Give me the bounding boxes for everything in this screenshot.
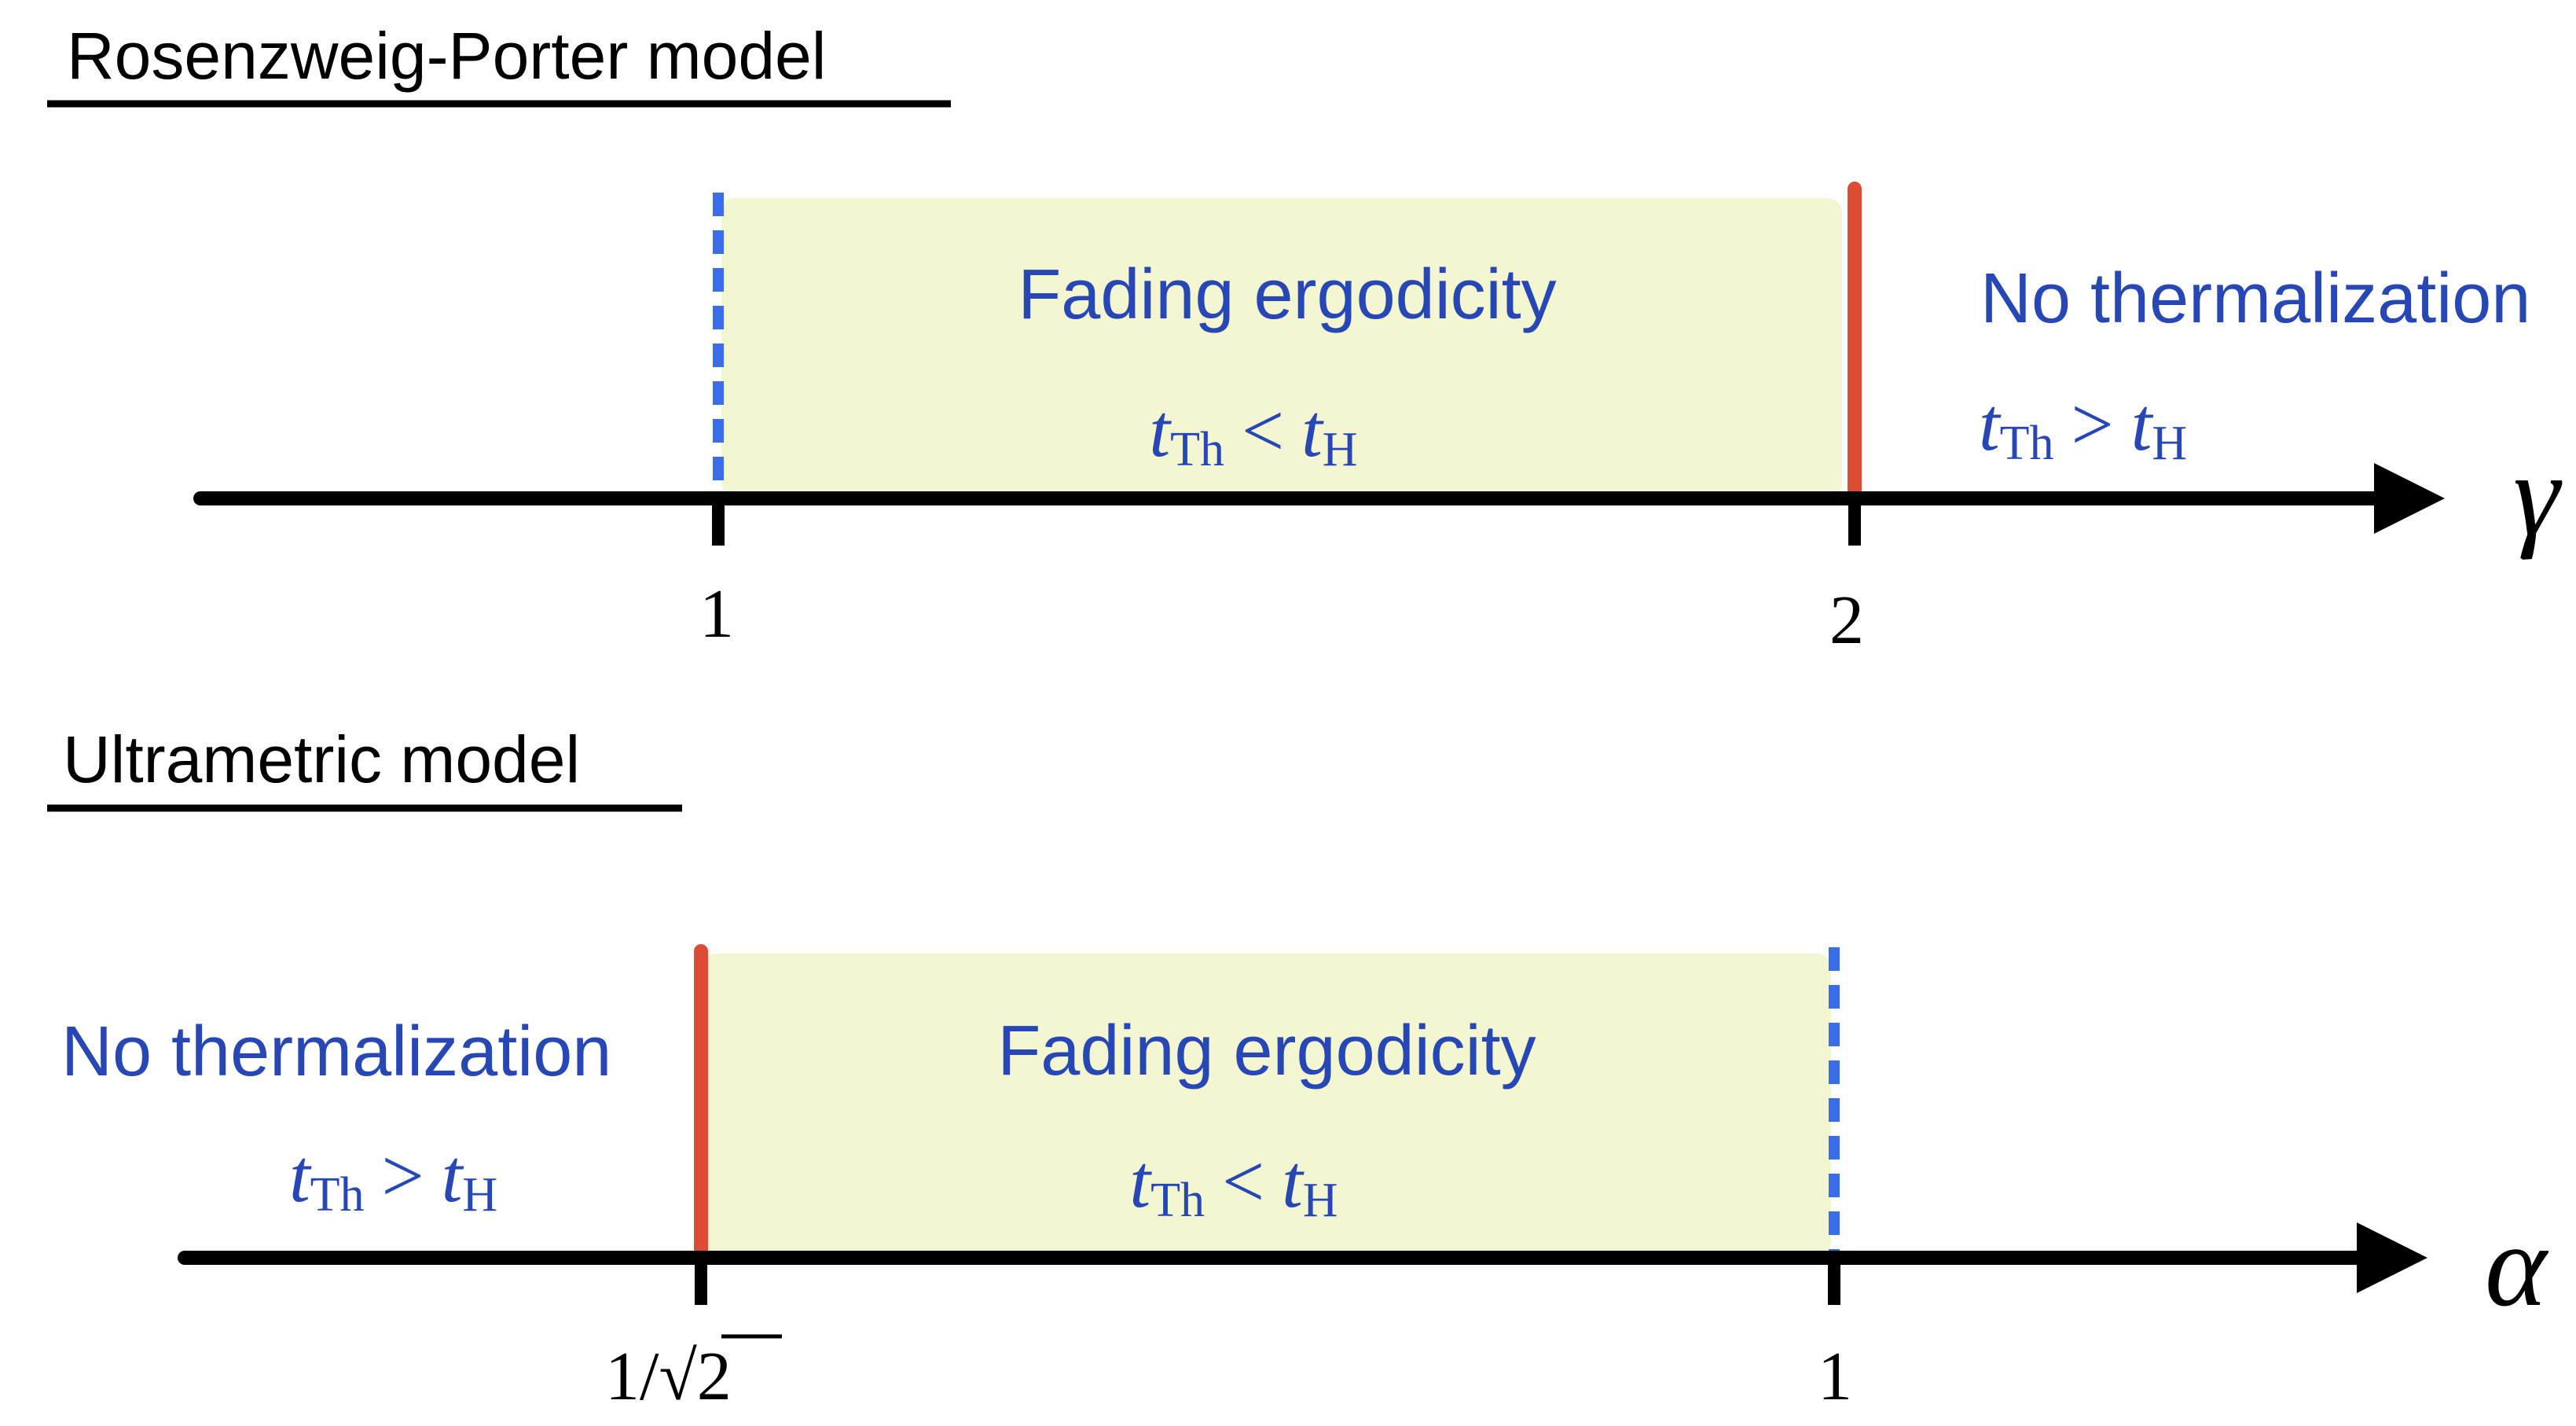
formula-t: t	[442, 1134, 464, 1218]
formula-t: t	[1129, 1139, 1152, 1223]
formula-sub-th: Th	[1170, 423, 1224, 476]
rp-fading-ergodicity-label: Fading ergodicity	[1018, 255, 1556, 334]
formula-operator: >	[382, 1134, 424, 1218]
rp-no-thermal-formula: tTh>tH	[1979, 382, 2187, 470]
um-no-thermal-formula: tTh>tH	[289, 1134, 497, 1222]
formula-t: t	[289, 1134, 312, 1218]
rp-no-thermalization-label: No thermalization	[1980, 259, 2530, 338]
um-axis-symbol-alpha: α	[2485, 1200, 2549, 1331]
formula-t: t	[1282, 1139, 1305, 1223]
rp-tick-label-2: 2	[1829, 583, 1864, 659]
rp-axis-symbol-gamma: γ	[2513, 430, 2563, 560]
formula-sub-th: Th	[2000, 417, 2054, 470]
um-tick-label-1: 1	[1818, 1339, 1852, 1415]
formula-operator: >	[2071, 382, 2114, 466]
um-fading-formula: tTh<tH	[1129, 1139, 1338, 1227]
um-no-thermalization-label: No thermalization	[61, 1013, 611, 1091]
tick-label-numerator: 1/	[605, 1339, 659, 1415]
formula-sub-h: H	[1303, 1174, 1338, 1227]
rosenzweig-porter-section: Rosenzweig-Porter model γ 1 2 Fading erg…	[47, 19, 2563, 659]
tick-label-fraction: 1/√2	[605, 1339, 732, 1415]
formula-sub-h: H	[462, 1168, 497, 1222]
ultrametric-title: Ultrametric model	[63, 722, 580, 796]
um-tick-label-1-over-root-2: 1/√2	[605, 1334, 782, 1415]
formula-sub-th: Th	[1150, 1174, 1205, 1227]
formula-sub-h: H	[1323, 423, 1358, 476]
ultrametric-section: Ultrametric model α 1/√2 1 No thermaliza…	[47, 722, 2549, 1415]
formula-t: t	[1301, 388, 1324, 472]
sqrt-sign: √	[659, 1339, 697, 1415]
sqrt-radicand: 2	[697, 1339, 732, 1415]
formula-sub-h: H	[2152, 417, 2187, 470]
formula-t: t	[1149, 388, 1172, 472]
um-fading-ergodicity-label: Fading ergodicity	[997, 1012, 1536, 1090]
um-fading-region	[701, 954, 1831, 1256]
rp-fading-region	[721, 198, 1842, 497]
formula-t: t	[2131, 382, 2154, 466]
formula-operator: <	[1222, 1139, 1264, 1223]
formula-t: t	[1979, 382, 2002, 466]
formula-sub-th: Th	[310, 1168, 365, 1222]
rosenzweig-porter-title: Rosenzweig-Porter model	[67, 19, 826, 93]
rp-fading-formula: tTh<tH	[1149, 388, 1357, 476]
formula-operator: <	[1242, 388, 1284, 472]
rp-tick-label-1: 1	[699, 576, 734, 652]
